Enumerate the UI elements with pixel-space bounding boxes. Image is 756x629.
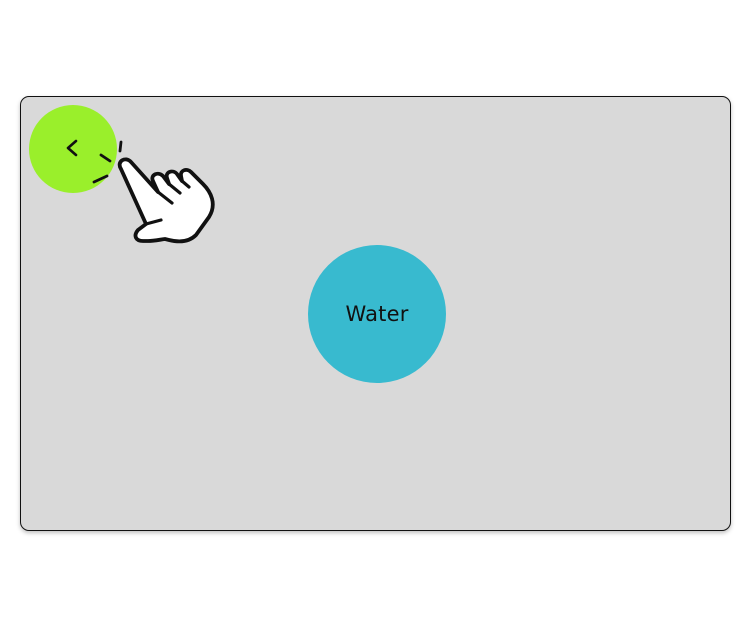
water-button[interactable]: Water [308, 245, 446, 383]
back-button[interactable] [29, 105, 117, 193]
hand-outline [117, 157, 215, 244]
device-screen: Water [20, 96, 731, 531]
water-button-label: Water [345, 302, 409, 326]
finger-creases [144, 179, 191, 226]
chevron-left-icon [66, 139, 78, 157]
